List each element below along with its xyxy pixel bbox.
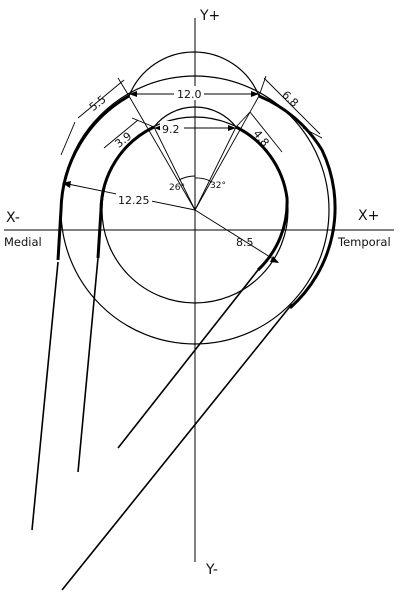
angle-arc-left [178,175,196,181]
arrowhead-12-0-left [129,91,137,97]
outer-loop-left [56,94,130,261]
temporal-label: Temporal [337,235,391,249]
inner-left-tail [77,257,99,473]
angle-arc-right [194,177,213,183]
x-minus-label: X- [6,210,20,226]
ext-line-left-5-5-b [60,121,76,156]
dim-label-8-5: 8.5 [236,236,254,249]
arrowhead-8-5 [270,256,279,263]
inner-loop-left [96,125,155,259]
inner-right-tail [117,269,259,449]
outer-top-cap [128,51,260,97]
ext-line-left-5-5-a [117,77,130,97]
dim-label-12-0: 12.0 [177,88,202,101]
dim-label-4-8: 4.8 [250,127,271,149]
ext-line-right-6-8-b [302,127,323,139]
arrowhead-12-0-right [251,91,259,97]
ext-line-left-3-9 [131,117,155,128]
dim-label-bg-12-0 [174,86,204,100]
dim-line-3-9 [103,119,139,149]
outer-left-tail [31,261,59,531]
dim-line-6-8 [263,77,321,135]
dim-label-6-8: 6.8 [279,88,301,110]
arrowhead-12-25 [62,181,71,188]
arrowhead-9-2-right [228,125,236,131]
outer-loop-right [258,94,337,310]
radial-line-8-5 [194,209,279,263]
dim-label-bg-12-25 [116,192,152,206]
dim-label-3-9: 3.9 [112,130,134,151]
angle-label-right: 32° [210,181,226,191]
y-minus-label: Y- [205,562,218,578]
dim-line-4-8 [249,111,283,153]
dim-line-5-5 [77,79,125,119]
dim-label-bg-9-2 [160,121,184,135]
outer-right-tail [61,303,293,591]
medial-label: Medial [4,235,42,249]
dim-label-9-2: 9.2 [162,123,180,136]
radial-line-right-inner [194,126,237,211]
radial-line-left-inner [153,126,196,211]
radial-line-right-outer [194,95,260,211]
angle-label-left: 26° [169,183,185,193]
ext-line-right-4-8 [235,111,251,128]
y-plus-label: Y+ [199,8,220,24]
inner-top-cap [153,106,237,128]
x-plus-label: X+ [358,208,379,224]
inner-loop-right [235,125,289,272]
radial-line-left-outer [128,95,196,211]
dim-label-12-25: 12.25 [118,194,150,207]
